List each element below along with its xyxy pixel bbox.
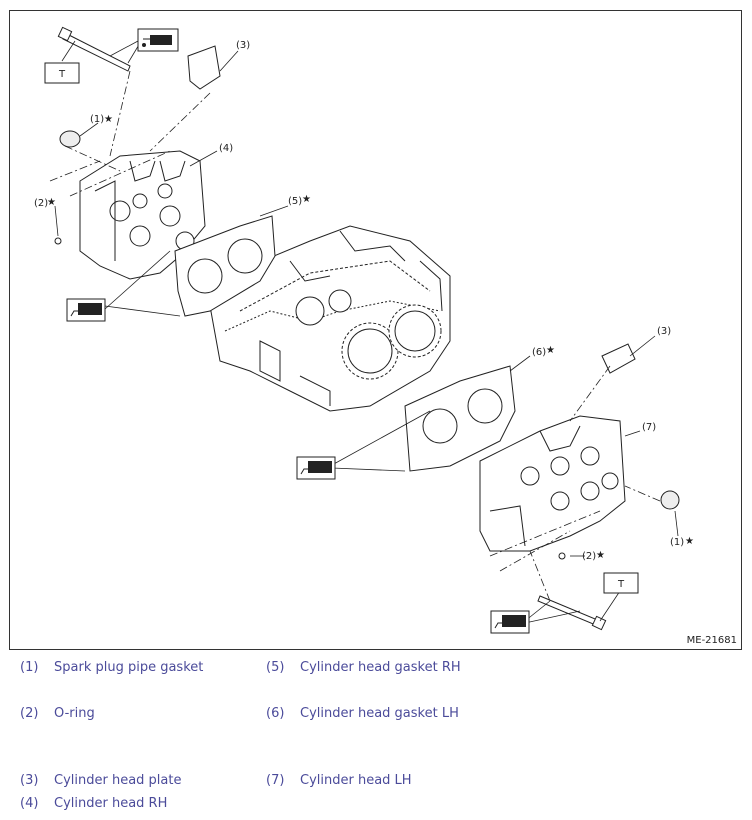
assembly-lines bbox=[49, 70, 661, 602]
callout-1a-star: ★ bbox=[104, 114, 113, 125]
callout-1b: (1) bbox=[670, 537, 684, 548]
bolt-upper bbox=[57, 26, 131, 72]
exploded-diagram: T T (3) (1) ★ (4) (2) ★ (5) ★ (3) (6) ★ … bbox=[9, 10, 742, 650]
callout-5-star: ★ bbox=[302, 194, 311, 205]
torque-box-lower: T bbox=[603, 572, 639, 594]
spark-plug-gasket-lower bbox=[660, 490, 680, 510]
callout-1b-star: ★ bbox=[685, 536, 694, 547]
oil-symbol-4 bbox=[490, 610, 530, 634]
cylinder-head-lh bbox=[479, 415, 626, 552]
callout-2a: (2) bbox=[34, 198, 48, 209]
bolt-lower bbox=[537, 595, 607, 631]
callout-7: (7) bbox=[642, 422, 656, 433]
callout-2a-star: ★ bbox=[47, 197, 56, 208]
callout-3a: (3) bbox=[236, 40, 250, 51]
diagram-svg: T T (3) (1) ★ (4) (2) ★ (5) ★ (3) (6) ★ … bbox=[34, 26, 694, 634]
engine-block bbox=[209, 225, 451, 412]
svg-text:T: T bbox=[617, 579, 625, 590]
svg-text:T: T bbox=[58, 69, 66, 80]
cylinder-head-gasket-rh bbox=[174, 215, 276, 317]
oil-symbol-3 bbox=[296, 456, 336, 480]
cylinder-head-plate-upper bbox=[187, 45, 221, 90]
o-ring-upper bbox=[54, 237, 62, 245]
callout-6: (6) bbox=[532, 347, 546, 358]
oil-symbol-1 bbox=[137, 28, 179, 52]
leader-lines bbox=[54, 40, 679, 624]
cylinder-head-gasket-lh bbox=[404, 365, 516, 472]
callout-6-star: ★ bbox=[546, 345, 555, 356]
oil-symbol-2 bbox=[66, 298, 106, 322]
cylinder-head-plate-lower bbox=[601, 343, 636, 374]
torque-box-upper: T bbox=[44, 62, 80, 84]
callout-2b-star: ★ bbox=[596, 550, 605, 561]
callout-1a: (1) bbox=[90, 114, 104, 125]
figure-id: ME-21681 bbox=[686, 635, 737, 646]
callout-4: (4) bbox=[219, 143, 233, 154]
callout-5: (5) bbox=[288, 196, 302, 207]
spark-plug-gasket-upper bbox=[59, 130, 81, 148]
callout-3b: (3) bbox=[657, 326, 671, 337]
o-ring-lower bbox=[558, 552, 566, 560]
legend: (1) Spark plug pipe gasket (2) O-ring (3… bbox=[20, 660, 461, 811]
callout-labels: (3) (1) ★ (4) (2) ★ (5) ★ (3) (6) ★ (7) … bbox=[34, 40, 694, 562]
callout-2b: (2) bbox=[582, 551, 596, 562]
